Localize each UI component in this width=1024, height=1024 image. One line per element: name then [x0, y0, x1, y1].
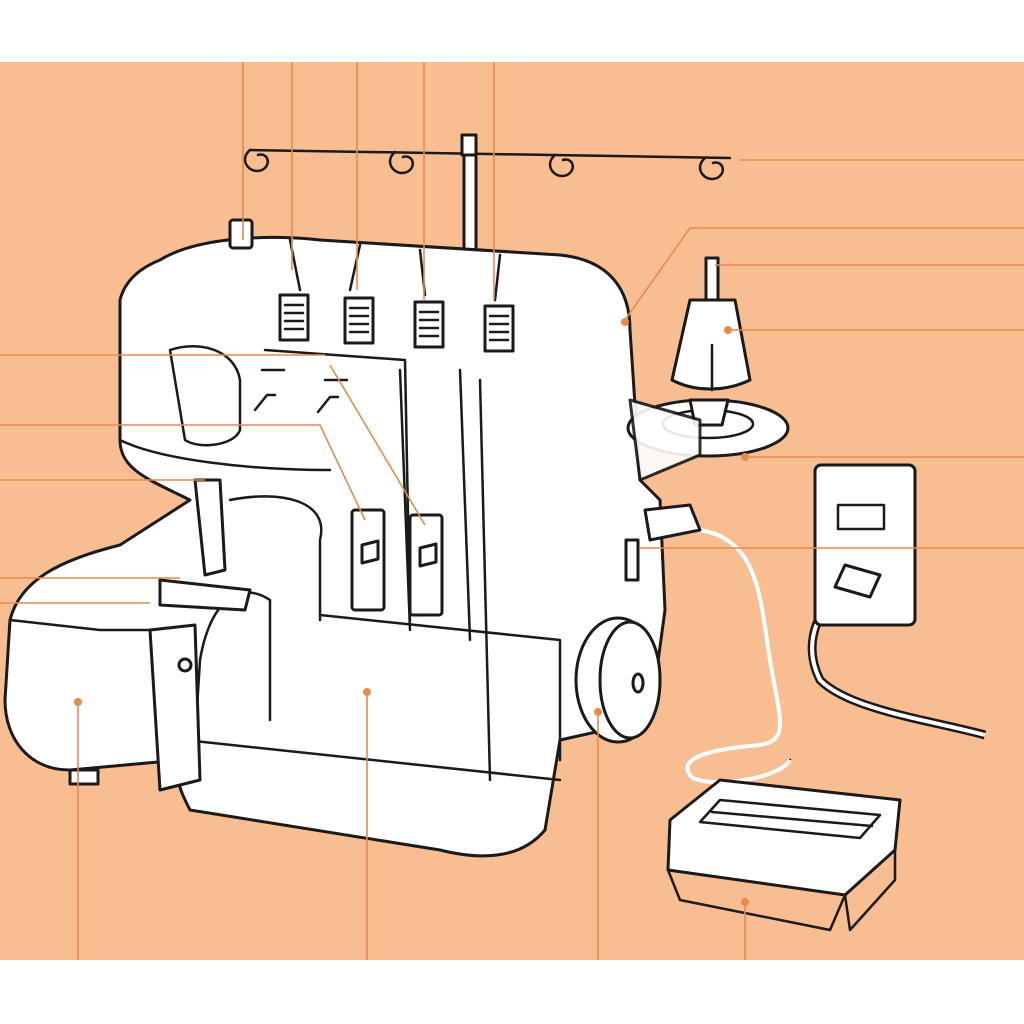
spool-holder	[626, 256, 790, 482]
serger-machine	[3, 218, 702, 858]
leader-lines	[0, 62, 1024, 960]
handwheel	[574, 616, 662, 744]
thread-stand	[243, 133, 732, 257]
tension-dials	[278, 238, 515, 353]
wall-outlet	[813, 463, 917, 627]
foot-controller	[666, 778, 902, 932]
